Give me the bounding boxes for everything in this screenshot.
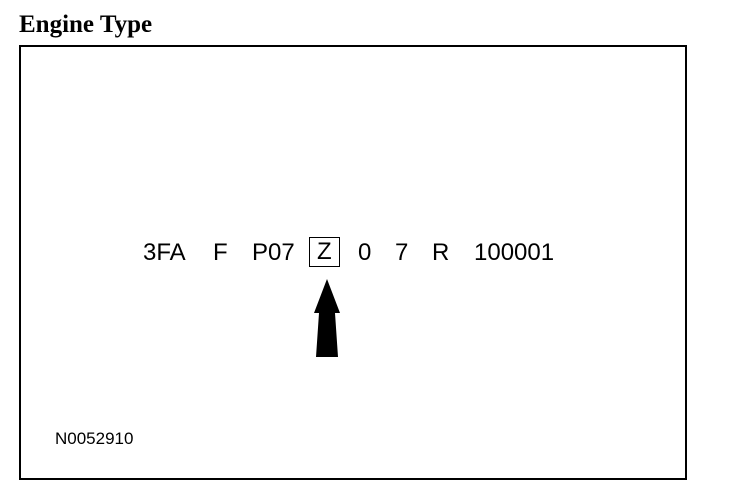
vin-number: 3FA F P07 Z 0 7 R 100001 xyxy=(21,47,685,478)
pointer-arrow-icon xyxy=(314,279,340,357)
vin-segment-assembly-plant: R xyxy=(432,239,450,266)
vin-segment-line-series-body: P07 xyxy=(252,239,295,266)
vin-segment-check-digit: 0 xyxy=(358,239,372,266)
diagram-title: Engine Type xyxy=(19,11,153,38)
figure-reference-id: N0052910 xyxy=(55,429,134,448)
vin-segment-restraint: F xyxy=(213,239,228,266)
vin-segment-engine-type: Z xyxy=(309,237,340,267)
vin-segment-wmi: 3FA xyxy=(143,239,186,266)
vin-segment-serial-number: 100001 xyxy=(474,239,555,266)
diagram-frame: 3FA F P07 Z 0 7 R 100001 N0052910 xyxy=(19,45,687,480)
vin-segment-model-year: 7 xyxy=(395,239,409,266)
